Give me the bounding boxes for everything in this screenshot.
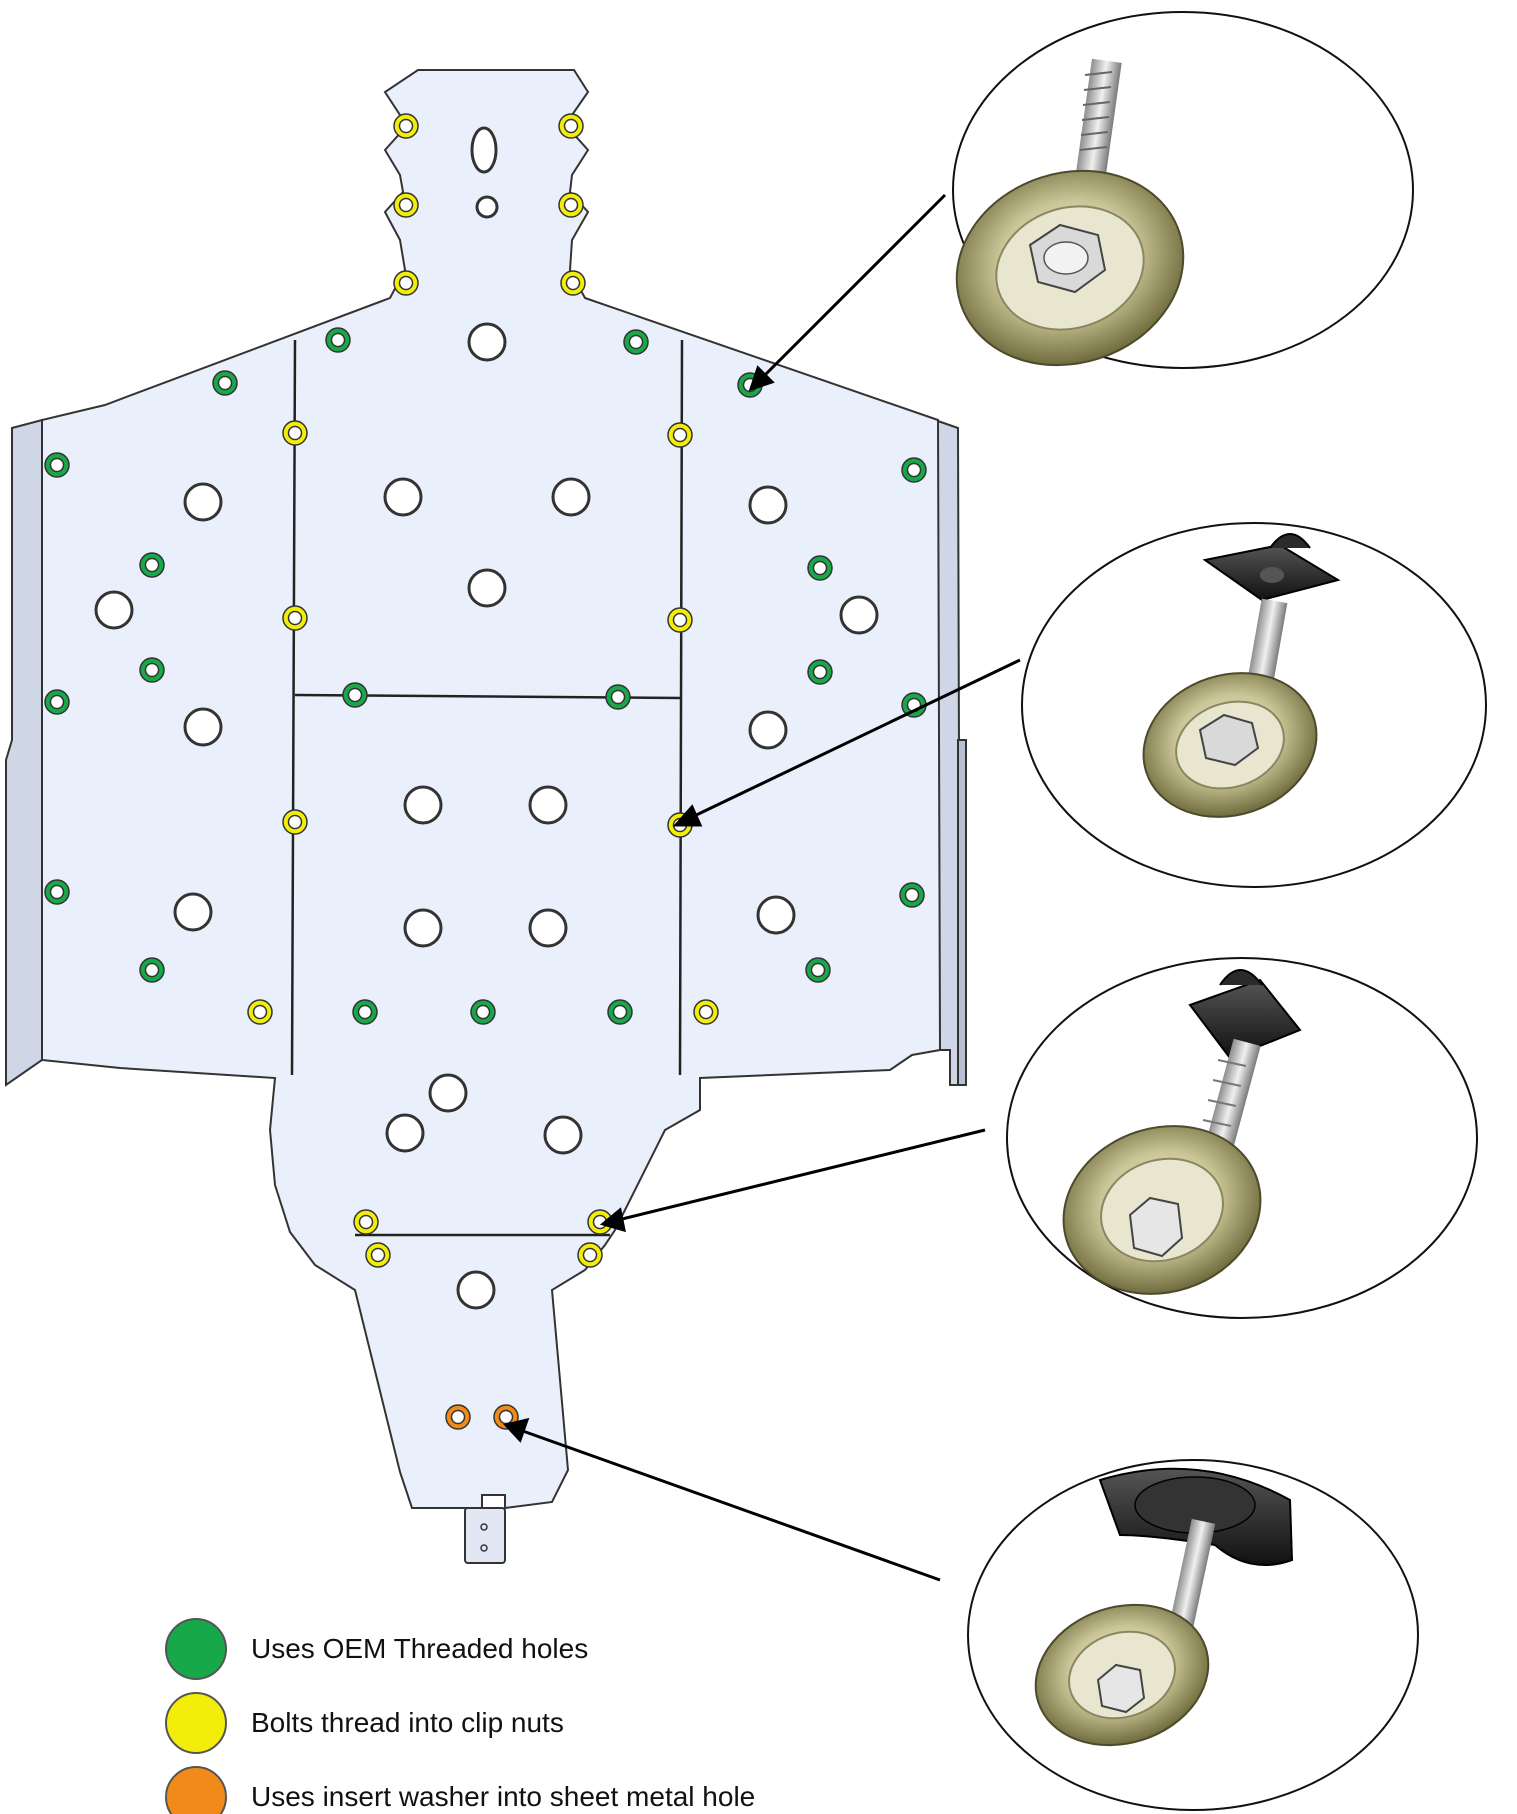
clip-nut-hole [558,113,584,139]
plain-hole [403,785,443,825]
legend-swatch-orange [165,1766,227,1814]
plain-hole [475,195,499,219]
clip-nut-hole [667,422,693,448]
clip-nut-hardware-1 [1142,533,1341,818]
plain-hole [183,482,223,522]
clip-nut-hole [560,270,586,296]
oem-threaded-hole [805,957,831,983]
plain-hole [183,707,223,747]
plain-hole [403,908,443,948]
oem-threaded-hole [901,692,927,718]
oem-threaded-hole [325,327,351,353]
legend-label-clip-nut: Bolts thread into clip nuts [251,1707,564,1738]
oem-threaded-hole [623,329,649,355]
oem-threaded-hole [342,682,368,708]
bolt-washer-hardware [955,58,1185,367]
plain-hole [543,1115,583,1155]
oem-threaded-hole [901,457,927,483]
plain-hole [748,485,788,525]
legend-item-clip-nut: Bolts thread into clip nuts [165,1686,755,1760]
insert-washer-hardware [1034,1467,1294,1747]
plain-hole [528,908,568,948]
oem-threaded-hole [605,684,631,710]
legend-swatch-yellow [165,1692,227,1754]
plain-hole [470,126,498,174]
legend-item-insert-washer: Uses insert washer into sheet metal hole [165,1760,755,1814]
oem-threaded-hole [352,999,378,1025]
plain-hole [94,590,134,630]
clip-nut-hole [558,192,584,218]
clip-nut-hole [247,999,273,1025]
plain-hole [428,1073,468,1113]
legend-label-insert-washer: Uses insert washer into sheet metal hole [251,1781,756,1812]
callout-group [952,11,1487,1811]
clip-nut-hardware-2 [1062,969,1302,1295]
plain-hole [756,895,796,935]
oem-threaded-hole [44,879,70,905]
clip-nut-hole [282,809,308,835]
oem-threaded-hole [807,555,833,581]
skid-plate-outline [41,69,942,1510]
oem-threaded-hole [807,659,833,685]
bottom-tab [464,1507,506,1564]
plain-hole [467,322,507,362]
oem-threaded-hole [899,882,925,908]
legend-label-oem: Uses OEM Threaded holes [251,1633,589,1664]
oem-threaded-hole [212,370,238,396]
plain-hole [551,477,591,517]
clip-nut-hole [667,607,693,633]
clip-nut-hole [282,420,308,446]
oem-threaded-hole [470,999,496,1025]
clip-nut-hole [393,192,419,218]
clip-nut-hole [393,113,419,139]
clip-nut-hole [393,270,419,296]
oem-threaded-hole [139,552,165,578]
plain-hole [456,1270,496,1310]
clip-nut-hole [693,999,719,1025]
clip-nut-hole [282,605,308,631]
plain-holes [94,126,879,1310]
clip-nut-hole [365,1242,391,1268]
legend-swatch-green [165,1618,227,1680]
oem-threaded-hole [139,657,165,683]
clip-nut-hole [353,1209,379,1235]
clip-nut-hole [577,1242,603,1268]
oem-threaded-hole [44,689,70,715]
plain-hole [383,477,423,517]
leader-arrows [503,193,1021,1582]
oem-threaded-hole [44,452,70,478]
oem-threaded-hole [607,999,633,1025]
oem-threaded-hole [139,957,165,983]
plain-hole [467,568,507,608]
legend-item-oem: Uses OEM Threaded holes [165,1612,755,1686]
insert-washer-hole [445,1404,471,1430]
plain-hole [528,785,568,825]
plain-hole [385,1113,425,1153]
plain-hole [748,710,788,750]
legend: Uses OEM Threaded holes Bolts thread int… [165,1612,755,1814]
plain-hole [839,595,879,635]
plain-hole [173,892,213,932]
